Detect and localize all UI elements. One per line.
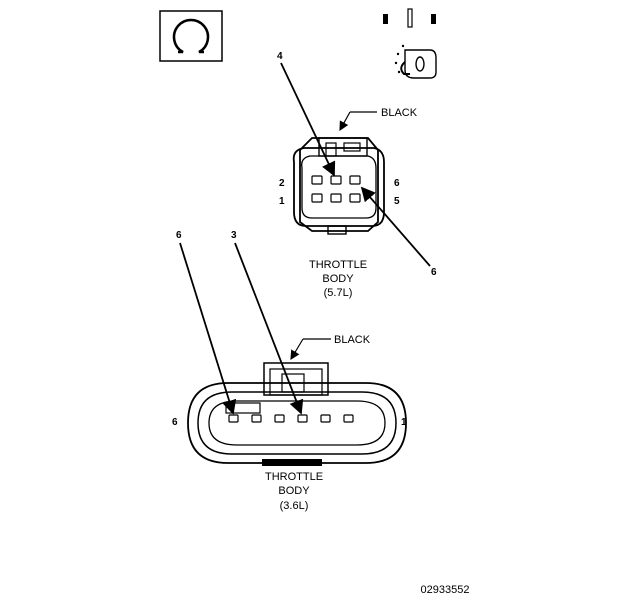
- callout-leader-6-lower: [360, 186, 431, 267]
- connector-3-6l: [187, 362, 407, 466]
- connector-title-line3: (5.7L): [324, 287, 353, 299]
- callout-6-left: 6: [176, 230, 182, 241]
- pin-label-2: 2: [279, 178, 285, 189]
- connector-title-line3-b: (3.6L): [280, 500, 309, 512]
- connector-title-line1: THROTTLE: [309, 259, 367, 271]
- connector-title-line2-b: BODY: [278, 485, 310, 497]
- pin-label-6: 6: [394, 178, 400, 189]
- color-leader-black-3-6l: [290, 338, 331, 361]
- callout-6-lower: 6: [431, 267, 437, 278]
- color-leader-black-5-7l: [339, 111, 377, 132]
- callout-leader-4: [280, 62, 336, 177]
- pin-label-6-left: 6: [172, 417, 178, 428]
- callout-leader-6-left: [179, 242, 237, 415]
- pin-label-1-right: 1: [401, 417, 407, 428]
- pin-label-5: 5: [394, 196, 400, 207]
- figure-id: 02933552: [421, 584, 470, 596]
- connector-5-7l: [292, 137, 385, 235]
- callout-4: 4: [277, 51, 283, 62]
- connector-title-line2: BODY: [322, 273, 354, 285]
- pin-label-1: 1: [279, 196, 285, 207]
- callout-3: 3: [231, 230, 237, 241]
- connector-title-line1-b: THROTTLE: [265, 471, 323, 483]
- connector-color-label: BLACK: [381, 107, 418, 119]
- omega-symbol-icon: [159, 10, 223, 62]
- callout-leader-3: [234, 242, 304, 415]
- ignition-key-icon: [383, 8, 437, 79]
- connector-color-label-2: BLACK: [334, 334, 371, 346]
